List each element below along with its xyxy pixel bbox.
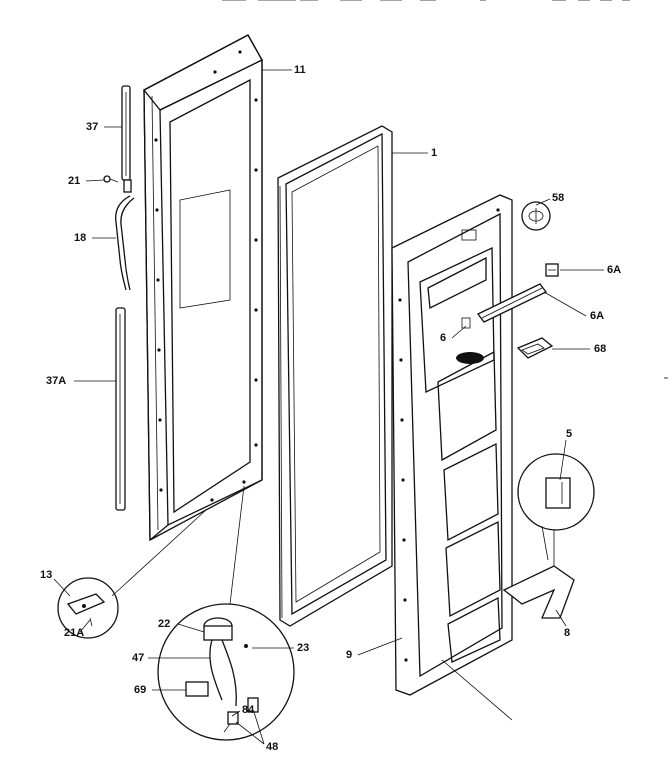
liner-screw-holes (398, 208, 500, 662)
trim-strip-upper (121, 85, 131, 181)
detail-circle-5 (517, 453, 595, 531)
bracket-8 (502, 530, 575, 619)
callout-69: 69 (134, 684, 147, 696)
callout-37: 37 (86, 121, 99, 133)
callout-1: 1 (431, 147, 438, 159)
round-cap (521, 201, 551, 231)
trim-strip-lower (115, 307, 126, 511)
callout-6a-mid: 6A (590, 310, 605, 322)
callout-23: 23 (297, 642, 310, 654)
callout-47: 47 (132, 652, 145, 664)
callout-37a: 37A (46, 375, 67, 387)
wiring-detail-circle (157, 603, 295, 741)
callout-9: 9 (346, 649, 353, 661)
callout-6: 6 (440, 332, 447, 344)
callout-21: 21 (68, 175, 81, 187)
callout-leaders (53, 69, 604, 745)
callout-8: 8 (564, 627, 571, 639)
callout-68: 68 (594, 343, 607, 355)
callout-48: 48 (266, 741, 279, 753)
inner-door-liner (391, 194, 513, 696)
connector-lines (111, 485, 549, 721)
door-outer-panel (143, 34, 263, 542)
bar-6a (477, 283, 547, 323)
door-gasket (277, 125, 393, 627)
clip-6a-top (545, 263, 559, 277)
callout-13: 13 (40, 569, 53, 581)
callout-22: 22 (158, 618, 171, 630)
callout-11: 11 (294, 64, 306, 76)
callout-6a-top: 6A (607, 264, 622, 276)
actuator-68 (516, 337, 554, 359)
callout-58: 58 (552, 192, 565, 204)
callout-18: 18 (74, 232, 87, 244)
screw-21 (103, 175, 119, 183)
callout-21a: 21A (64, 627, 85, 639)
callout-84: 84 (242, 704, 255, 716)
callout-5: 5 (566, 428, 573, 440)
handle-bracket (115, 179, 135, 291)
detail-circle-13 (57, 577, 119, 639)
panel-screw-holes (154, 50, 258, 502)
